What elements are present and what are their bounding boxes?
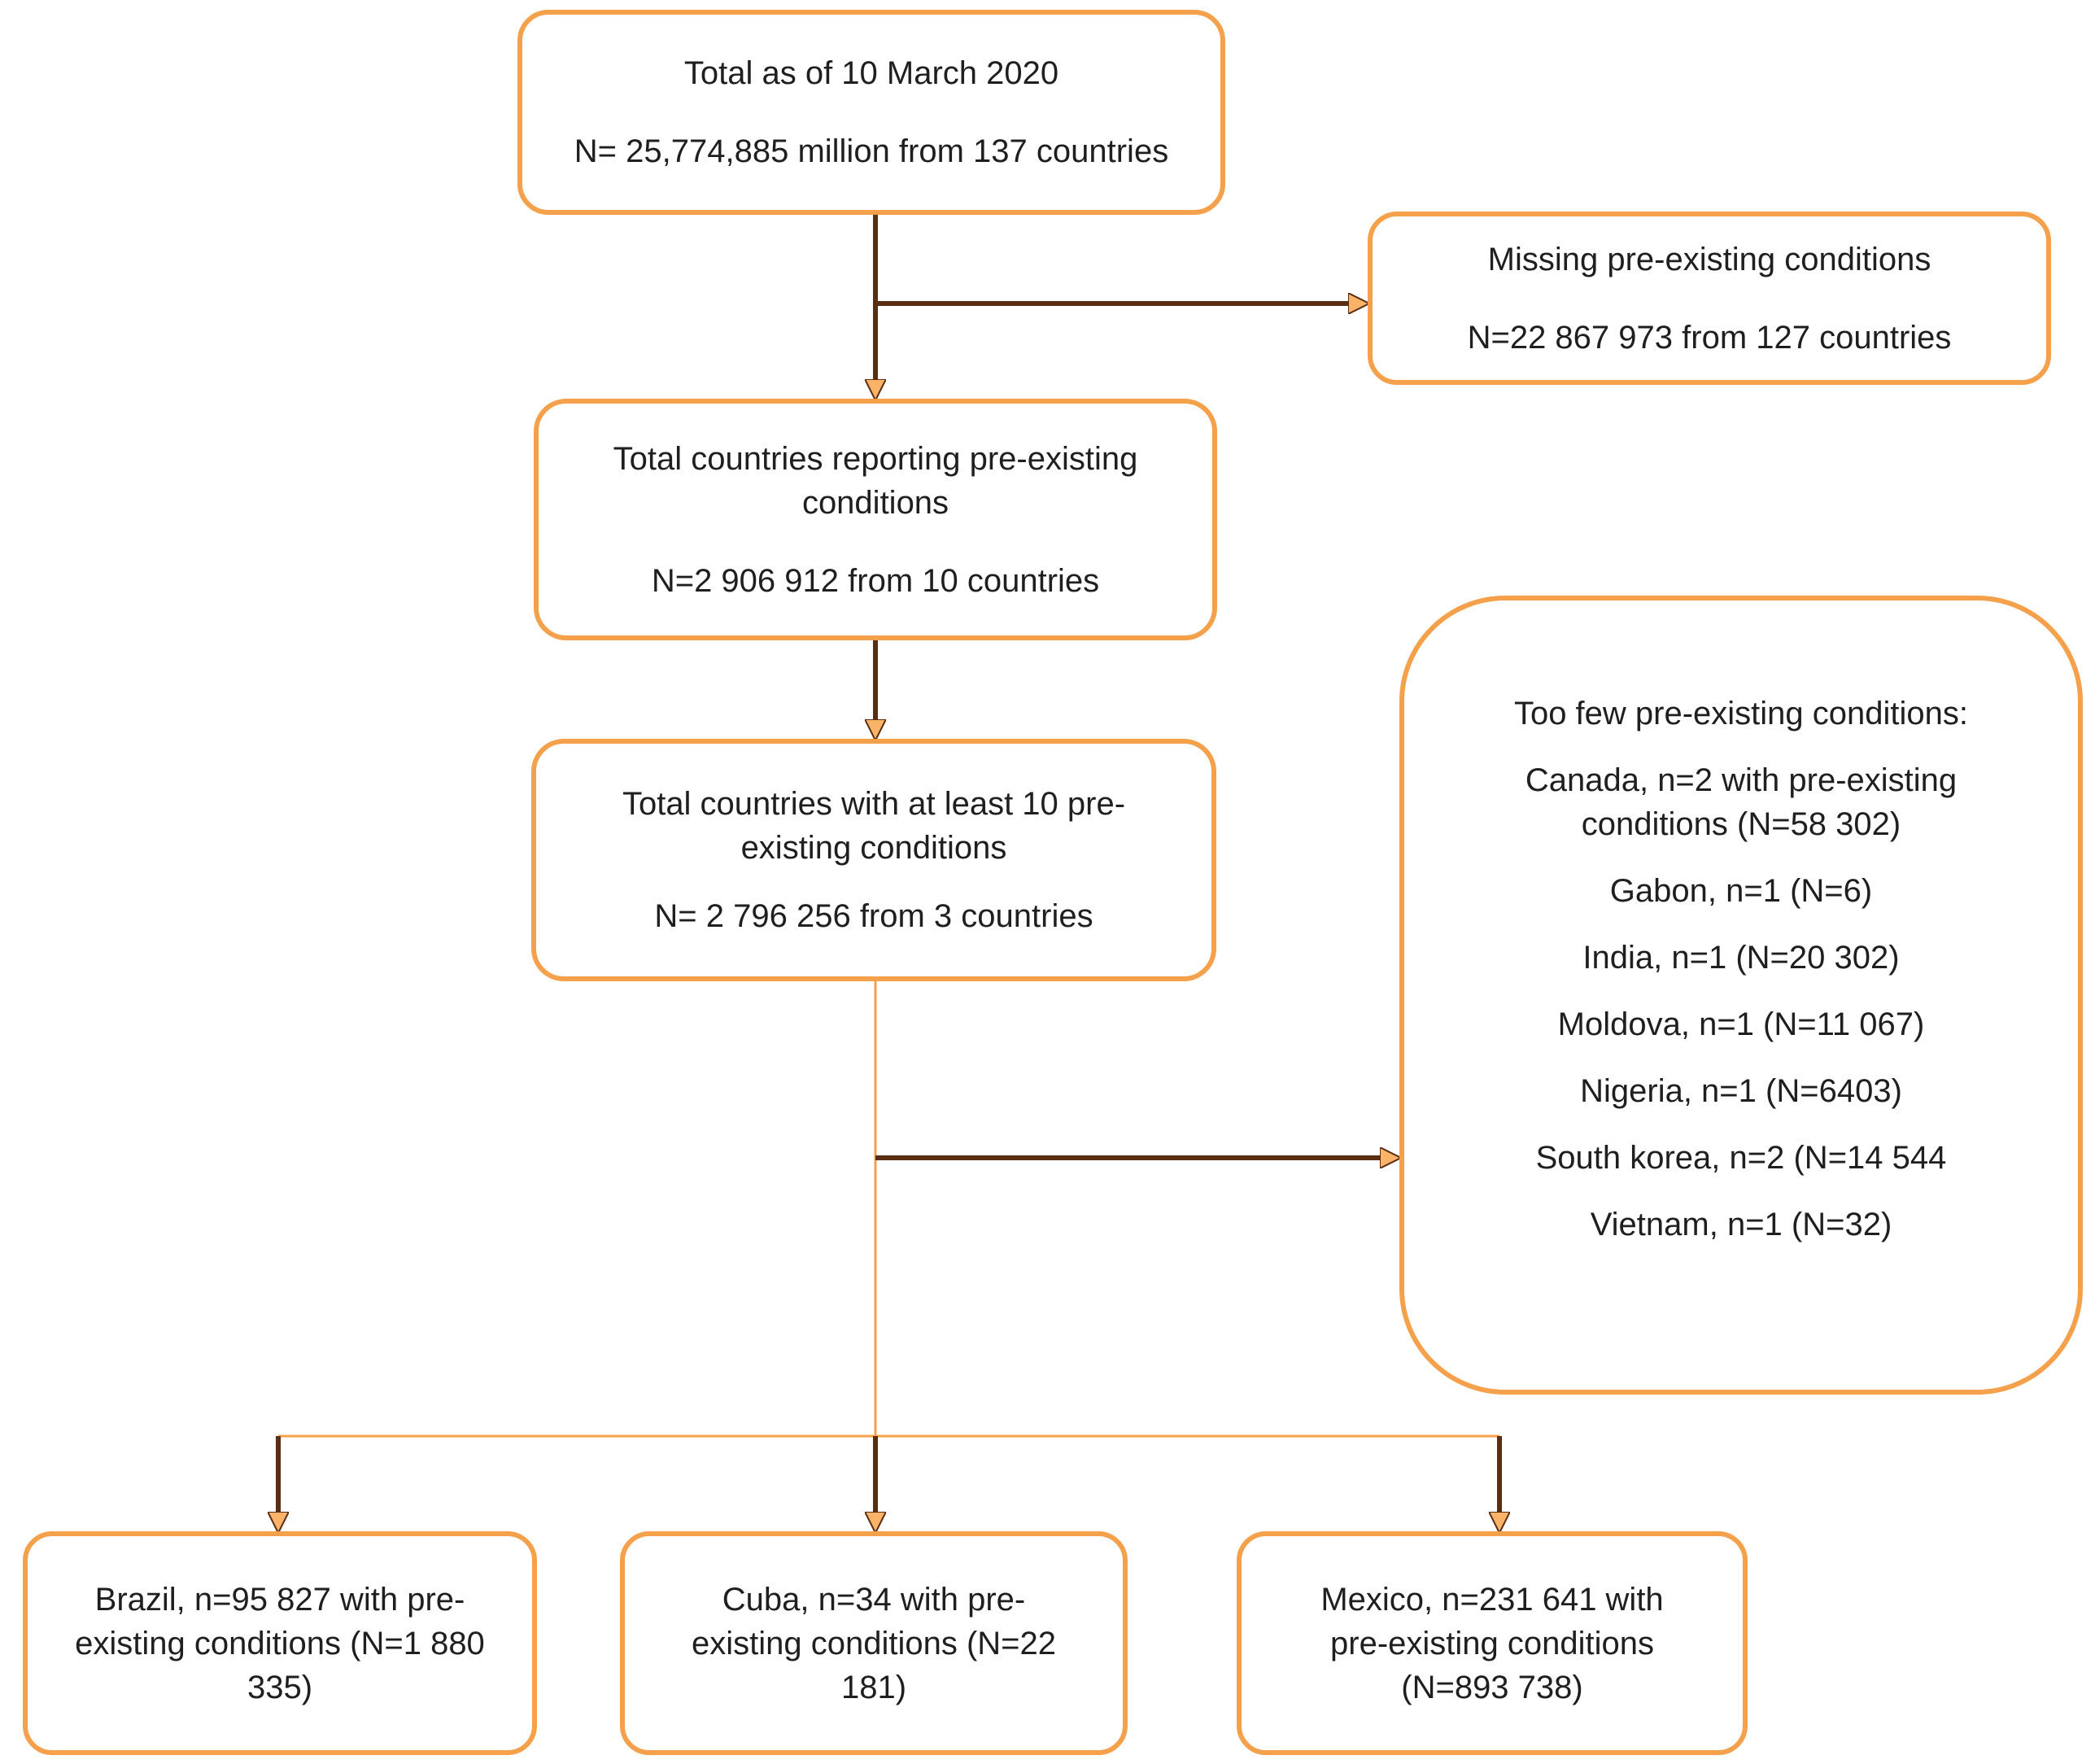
reporting-title: Total countries reporting pre-existing c…	[613, 440, 1138, 521]
toofew-item: South korea, n=2 (N=14 544	[1535, 1140, 1947, 1176]
box-missing-conditions: Missing pre-existing conditions N=22 867…	[1368, 212, 2051, 385]
reporting-count: N=2 906 912 from 10 countries	[651, 562, 1100, 599]
toofew-heading: Too few pre-existing conditions:	[1513, 696, 1969, 731]
box-cuba: Cuba, n=34 with pre-existing conditions …	[620, 1531, 1128, 1755]
toofew-item: Nigeria, n=1 (N=6403)	[1580, 1073, 1902, 1109]
toofew-item: Moldova, n=1 (N=11 067)	[1557, 1006, 1925, 1042]
box-at-least-10: Total countries with at least 10 pre-exi…	[531, 739, 1216, 981]
box-total-as-of: Total as of 10 March 2020 N= 25,774,885 …	[517, 10, 1225, 215]
box-mexico: Mexico, n=231 641 with pre-existing cond…	[1237, 1531, 1748, 1755]
toofew-item: Canada, n=2 with pre-existing conditions…	[1525, 762, 1958, 842]
brazil-text: Brazil, n=95 827 with pre-existing condi…	[75, 1581, 485, 1705]
missing-title: Missing pre-existing conditions	[1487, 241, 1931, 277]
total-count: N= 25,774,885 million from 137 countries	[574, 133, 1169, 169]
box-countries-reporting: Total countries reporting pre-existing c…	[534, 399, 1217, 640]
atleast-title: Total countries with at least 10 pre-exi…	[622, 786, 1126, 866]
cuba-text: Cuba, n=34 with pre-existing conditions …	[691, 1581, 1057, 1705]
atleast-count: N= 2 796 256 from 3 countries	[654, 898, 1093, 934]
box-brazil: Brazil, n=95 827 with pre-existing condi…	[23, 1531, 537, 1755]
toofew-item: India, n=1 (N=20 302)	[1582, 940, 1900, 976]
missing-count: N=22 867 973 from 127 countries	[1467, 319, 1952, 356]
toofew-item: Vietnam, n=1 (N=32)	[1590, 1207, 1892, 1242]
box-too-few-conditions: Too few pre-existing conditions: Canada,…	[1399, 596, 2083, 1395]
mexico-text: Mexico, n=231 641 with pre-existing cond…	[1320, 1581, 1664, 1705]
total-title: Total as of 10 March 2020	[683, 55, 1059, 91]
toofew-item: Gabon, n=1 (N=6)	[1609, 873, 1873, 909]
